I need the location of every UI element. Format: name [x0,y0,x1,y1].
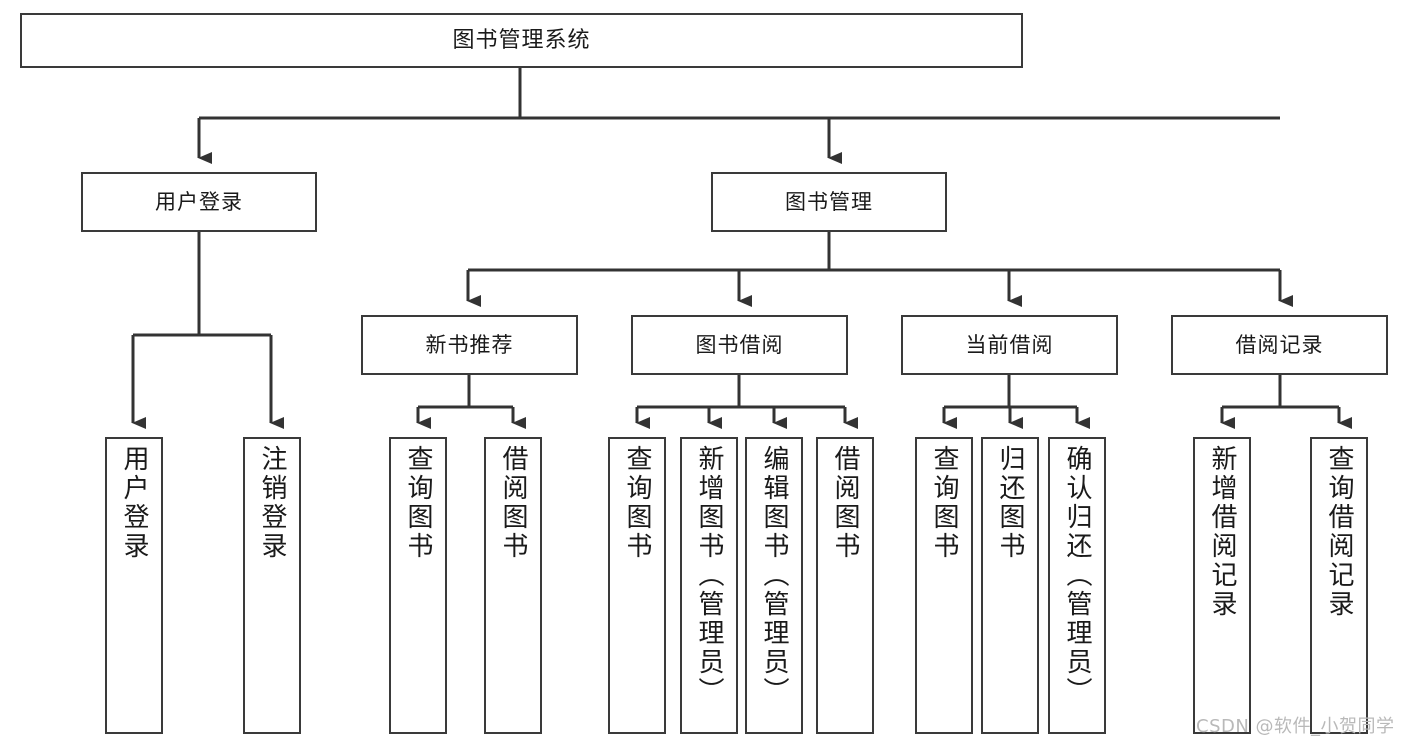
node-label: 查询图书 [929,445,959,561]
node-label: 查询图书 [622,445,652,561]
leaf-current-return-book[interactable]: 归还图书 [981,437,1039,734]
node-label: 图书借阅 [695,332,784,357]
node-label: 图书管理 [785,189,873,214]
node-label: 新书推荐 [425,332,514,357]
node-label: 新增借阅记录 [1207,445,1237,619]
node-label: 编辑图书（管理员） [759,445,789,706]
node-label: 查询图书 [403,445,433,561]
leaf-new-book-query[interactable]: 查询图书 [389,437,447,734]
node-label: 注销登录 [257,445,287,561]
leaf-current-query-book[interactable]: 查询图书 [915,437,973,734]
leaf-user-login-login[interactable]: 用户登录 [105,437,163,734]
node-label: 新增图书（管理员） [694,445,724,706]
leaf-new-book-borrow[interactable]: 借阅图书 [484,437,542,734]
leaf-user-login-logout[interactable]: 注销登录 [243,437,301,734]
node-root-system[interactable]: 图书管理系统 [20,13,1023,68]
node-borrow-record[interactable]: 借阅记录 [1171,315,1388,375]
node-book-management[interactable]: 图书管理 [711,172,947,232]
node-label: 借阅记录 [1235,332,1324,357]
leaf-borrow-query-book[interactable]: 查询图书 [608,437,666,734]
leaf-current-confirm-return-admin[interactable]: 确认归还（管理员） [1048,437,1106,734]
node-label: 用户登录 [119,445,149,561]
node-label: 归还图书 [995,445,1025,561]
node-label: 确认归还（管理员） [1062,445,1092,706]
node-label: 查询借阅记录 [1324,445,1354,619]
node-label: 当前借阅 [965,332,1054,357]
node-book-borrow[interactable]: 图书借阅 [631,315,848,375]
watermark-text: CSDN @软件_小贺同学 [1196,716,1395,737]
leaf-borrow-add-book-admin[interactable]: 新增图书（管理员） [680,437,738,734]
node-label: 用户登录 [155,189,243,214]
node-current-borrow[interactable]: 当前借阅 [901,315,1118,375]
node-label: 借阅图书 [830,445,860,561]
leaf-borrow-edit-book-admin[interactable]: 编辑图书（管理员） [745,437,803,734]
node-user-login[interactable]: 用户登录 [81,172,317,232]
node-label: 借阅图书 [498,445,528,561]
node-label: 图书管理系统 [452,27,591,53]
node-new-book-recommend[interactable]: 新书推荐 [361,315,578,375]
leaf-record-query-record[interactable]: 查询借阅记录 [1310,437,1368,734]
leaf-record-add-record[interactable]: 新增借阅记录 [1193,437,1251,734]
leaf-borrow-borrow-book[interactable]: 借阅图书 [816,437,874,734]
